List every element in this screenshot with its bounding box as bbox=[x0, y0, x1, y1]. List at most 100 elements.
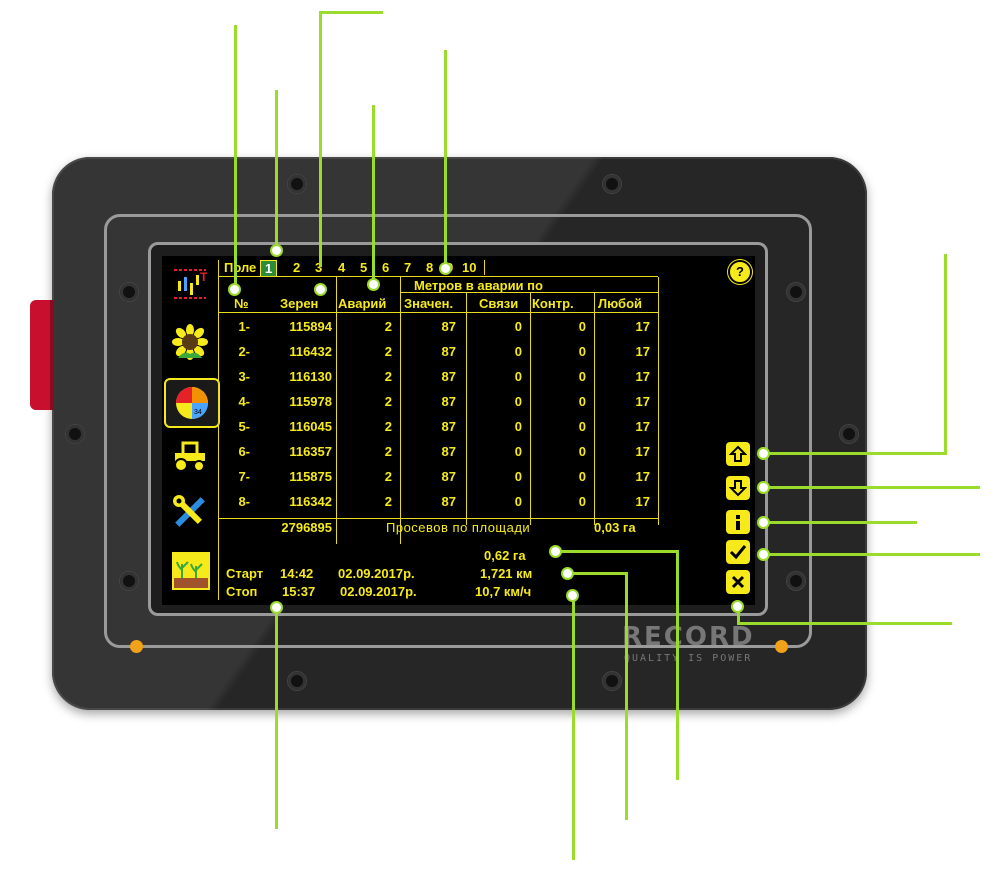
callout-dot bbox=[731, 600, 744, 613]
close-icon bbox=[731, 575, 745, 589]
tab-field-3[interactable]: 3 bbox=[315, 260, 323, 275]
callout-dot bbox=[367, 278, 380, 291]
brand-logo: RECORD bbox=[622, 622, 755, 652]
table-cell-seeds: 116432 bbox=[289, 344, 332, 359]
screw bbox=[120, 572, 138, 590]
tab-field-10[interactable]: 10 bbox=[462, 260, 477, 275]
tab-field-4[interactable]: 4 bbox=[338, 260, 346, 275]
info-icon bbox=[736, 515, 740, 530]
col-header-value: Значен. bbox=[404, 296, 454, 311]
bezel-outer bbox=[104, 214, 812, 648]
callout-line bbox=[319, 11, 322, 267]
pie-chart-icon[interactable]: 34 bbox=[164, 378, 220, 428]
table-cell-value: 87 bbox=[441, 469, 456, 484]
table-cell-seeds: 116357 bbox=[289, 444, 332, 459]
callout-dot bbox=[757, 548, 770, 561]
table-cell-link: 0 bbox=[514, 444, 522, 459]
power-button[interactable] bbox=[30, 300, 54, 410]
table-cell-control: 0 bbox=[578, 394, 586, 409]
total-seeds: 2796895 bbox=[281, 520, 332, 535]
table-cell-seeds: 116130 bbox=[289, 369, 332, 384]
tab-field-5[interactable]: 5 bbox=[360, 260, 368, 275]
col-divider bbox=[400, 277, 401, 544]
sunflower-icon[interactable] bbox=[170, 322, 210, 362]
tab-field-7[interactable]: 7 bbox=[404, 260, 412, 275]
callout-line bbox=[737, 622, 952, 625]
table-cell-seeds: 115875 bbox=[289, 469, 332, 484]
help-button[interactable]: ? bbox=[728, 260, 752, 284]
callout-line bbox=[765, 452, 947, 455]
scroll-up-button[interactable] bbox=[726, 442, 750, 466]
callout-line bbox=[737, 605, 740, 625]
table-cell-any: 17 bbox=[635, 394, 650, 409]
table-cell-seeds: 115978 bbox=[289, 394, 332, 409]
cancel-button[interactable] bbox=[726, 570, 750, 594]
start-date: 02.09.2017р. bbox=[338, 566, 415, 581]
seed-sensor-icon[interactable]: T bbox=[170, 264, 210, 304]
tab-field-1[interactable]: 1 bbox=[260, 260, 278, 277]
tractor-icon[interactable] bbox=[170, 436, 210, 476]
table-cell-num: 3- bbox=[238, 369, 250, 384]
table-cell-control: 0 bbox=[578, 344, 586, 359]
col-header-any: Любой bbox=[598, 296, 643, 311]
callout-line bbox=[275, 607, 278, 829]
svg-text:T: T bbox=[200, 270, 208, 284]
table-cell-num: 4- bbox=[238, 394, 250, 409]
callout-line bbox=[572, 595, 575, 860]
group-header-line bbox=[400, 292, 658, 293]
svg-text:34: 34 bbox=[194, 409, 202, 416]
tab-field-6[interactable]: 6 bbox=[382, 260, 390, 275]
callout-line bbox=[234, 25, 237, 290]
table-cell-control: 0 bbox=[578, 494, 586, 509]
column-num: 1-2-3-4-5-6-7-8- bbox=[222, 314, 250, 514]
table-cell-num: 6- bbox=[238, 444, 250, 459]
area-value: 0,62 га bbox=[484, 548, 526, 563]
callout-dot bbox=[561, 567, 574, 580]
callout-line bbox=[944, 254, 947, 454]
field-label: Поле bbox=[224, 260, 257, 275]
callout-dot bbox=[270, 601, 283, 614]
info-button[interactable] bbox=[726, 510, 750, 534]
table-cell-alarms: 2 bbox=[384, 319, 392, 334]
speed-value: 10,7 км/ч bbox=[475, 584, 532, 599]
tab-field-8[interactable]: 8 bbox=[426, 260, 434, 275]
table-cell-num: 7- bbox=[238, 469, 250, 484]
table-cell-value: 87 bbox=[441, 394, 456, 409]
table-cell-control: 0 bbox=[578, 469, 586, 484]
arrow-down-icon bbox=[729, 480, 747, 497]
group-header: Метров в аварии по bbox=[414, 278, 543, 293]
callout-line bbox=[625, 572, 628, 820]
table-cell-alarms: 2 bbox=[384, 394, 392, 409]
table-cell-any: 17 bbox=[635, 344, 650, 359]
col-header-alarms: Аварий bbox=[338, 296, 387, 311]
tab-field-2[interactable]: 2 bbox=[293, 260, 301, 275]
callout-dot bbox=[228, 283, 241, 296]
screw bbox=[787, 283, 805, 301]
callout-line bbox=[555, 550, 679, 553]
table-cell-alarms: 2 bbox=[384, 494, 392, 509]
col-header-seeds: Зерен bbox=[280, 296, 319, 311]
scroll-down-button[interactable] bbox=[726, 476, 750, 500]
callout-dot bbox=[314, 283, 327, 296]
stop-date: 02.09.2017р. bbox=[340, 584, 417, 599]
tools-icon[interactable] bbox=[170, 492, 210, 532]
callout-dot bbox=[549, 545, 562, 558]
tabs-underline bbox=[218, 276, 658, 277]
screw bbox=[603, 672, 621, 690]
callout-line bbox=[568, 572, 628, 575]
table-cell-any: 17 bbox=[635, 369, 650, 384]
callout-dot bbox=[566, 589, 579, 602]
table-cell-link: 0 bbox=[514, 319, 522, 334]
table-cell-control: 0 bbox=[578, 444, 586, 459]
col-header-control: Контр. bbox=[532, 296, 574, 311]
table-cell-any: 17 bbox=[635, 419, 650, 434]
arrow-up-icon bbox=[729, 445, 747, 462]
field-icon[interactable] bbox=[172, 552, 210, 590]
col-divider bbox=[594, 293, 595, 525]
confirm-button[interactable] bbox=[726, 540, 750, 564]
gaps-area: 0,03 га bbox=[594, 520, 636, 535]
